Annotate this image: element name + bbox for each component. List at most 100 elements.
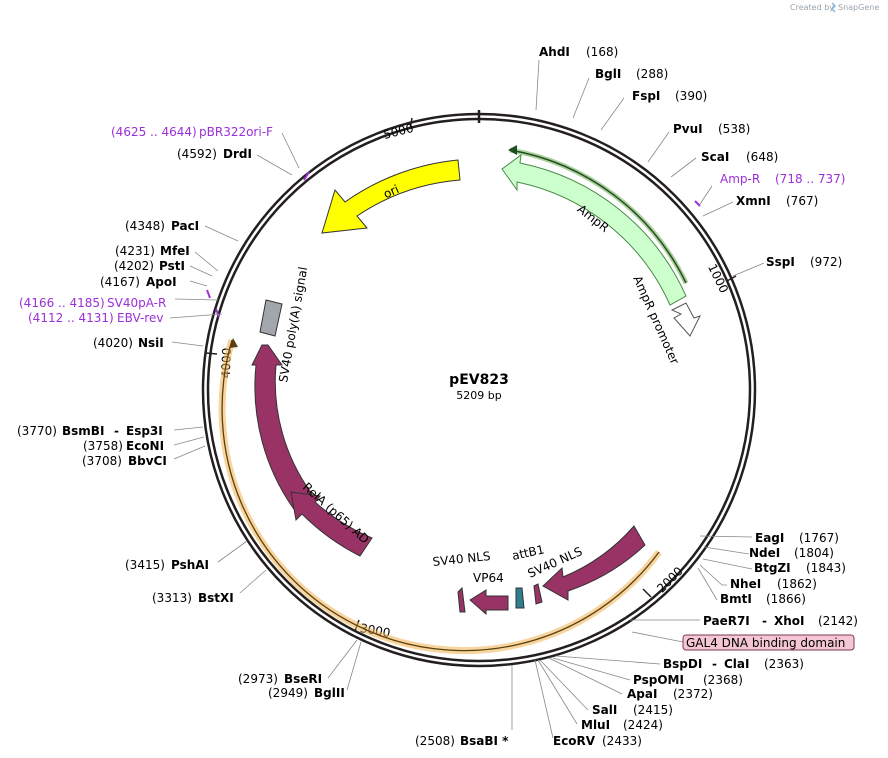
enzyme-position: (168) bbox=[586, 45, 618, 59]
ori-feature-arrow[interactable] bbox=[321, 159, 461, 234]
enzyme-position: (538) bbox=[718, 122, 750, 136]
enzyme-pspomi[interactable]: PspOMI (2368) bbox=[633, 673, 743, 687]
enzyme-name: EcoRV bbox=[553, 734, 596, 748]
enzyme-name: ScaI bbox=[701, 150, 729, 164]
enzyme-position: (2372) bbox=[673, 687, 713, 701]
gal4-dbd-label-box[interactable]: GAL4 DNA binding domain bbox=[682, 634, 855, 651]
enzyme-ecorv[interactable]: EcoRV (2433) bbox=[553, 734, 642, 748]
enzyme-pshai[interactable]: (3415) PshAI bbox=[125, 558, 209, 572]
enzyme-position: (3708) bbox=[82, 454, 122, 468]
enzyme-nsii[interactable]: (4020) NsiI bbox=[93, 336, 164, 350]
enzyme-position: (1767) bbox=[799, 531, 839, 545]
enzyme-btgzi[interactable]: BtgZI (1843) bbox=[754, 561, 846, 575]
enzyme-name: ApoI bbox=[146, 275, 177, 289]
enzyme-name: PstI bbox=[159, 259, 185, 273]
enzyme-name: PvuI bbox=[673, 122, 703, 136]
gal4-dbd-arrow[interactable] bbox=[542, 525, 646, 601]
enzyme-name: PshAI bbox=[171, 558, 209, 572]
enzyme-pvui[interactable]: PvuI (538) bbox=[673, 122, 750, 136]
enzyme-name-2: Esp3I bbox=[126, 424, 163, 438]
gal4-label-background bbox=[682, 634, 855, 651]
enzyme-psti[interactable]: (4202) PstI bbox=[114, 259, 185, 273]
enzyme-nhei[interactable]: NheI (1862) bbox=[730, 577, 817, 591]
sv40-nls-1-arrow[interactable] bbox=[457, 586, 466, 613]
enzyme-name: NheI bbox=[730, 577, 761, 591]
enzyme-position: (648) bbox=[746, 150, 778, 164]
enzyme-bsabi[interactable]: (2508) BsaBI * bbox=[415, 734, 509, 748]
primer-name: EBV-rev bbox=[117, 311, 163, 325]
enzyme-position: (3313) bbox=[152, 591, 192, 605]
enzyme-paci[interactable]: (4348) PacI bbox=[125, 219, 199, 233]
primer-range: (4625 .. 4644) bbox=[111, 125, 197, 139]
enzyme-name: BsmBI bbox=[62, 424, 104, 438]
enzyme-beri[interactable]: (2973) BseRI bbox=[238, 672, 322, 686]
sv40-polya-label: SV40 poly(A) signal bbox=[276, 266, 310, 384]
enzyme-separator: - bbox=[712, 657, 717, 671]
enzyme-name: SspI bbox=[766, 255, 795, 269]
enzyme-name: MfeI bbox=[160, 244, 190, 258]
primer-pbr322[interactable]: (4625 .. 4644) pBR322ori-F bbox=[111, 125, 273, 139]
enzyme-bspdi-clai[interactable]: BspDI - ClaI (2363) bbox=[663, 657, 804, 671]
rela-ad-arrow[interactable] bbox=[290, 491, 373, 557]
tick-1000 bbox=[726, 275, 737, 282]
enzyme-paer7i-xhoi[interactable]: PaeR7I - XhoI (2142) bbox=[703, 614, 858, 628]
primer-sv40pa[interactable]: (4166 .. 4185) SV40pA-R bbox=[19, 296, 166, 310]
enzyme-bstxi[interactable]: (3313) BstXI bbox=[152, 591, 234, 605]
enzyme-position: (3758) bbox=[83, 439, 123, 453]
primer-range: (4166 .. 4185) bbox=[19, 296, 105, 310]
enzyme-separator: - bbox=[762, 614, 767, 628]
enzyme-bsmbi-esp3i[interactable]: (3770) BsmBI - Esp3I bbox=[17, 424, 163, 438]
enzyme-name: NdeI bbox=[749, 546, 780, 560]
sv40-polya-box[interactable] bbox=[259, 299, 283, 337]
credit-brand: SnapGene bbox=[838, 3, 879, 12]
enzyme-scai[interactable]: ScaI (648) bbox=[701, 150, 778, 164]
enzyme-name-2: XhoI bbox=[774, 614, 805, 628]
enzyme-position: (288) bbox=[636, 67, 668, 81]
ampr-track-line bbox=[509, 149, 687, 284]
enzyme-xmni[interactable]: XmnI (767) bbox=[736, 194, 818, 208]
enzyme-position: (4020) bbox=[93, 336, 133, 350]
enzyme-bgli[interactable]: BglI (288) bbox=[595, 67, 668, 81]
enzyme-bglii[interactable]: (2949) BglII bbox=[268, 686, 345, 700]
enzyme-name: BtgZI bbox=[754, 561, 791, 575]
enzyme-fspi[interactable]: FspI (390) bbox=[632, 89, 707, 103]
enzyme-position: (2508) bbox=[415, 734, 455, 748]
enzyme-position: (2415) bbox=[633, 703, 673, 717]
enzyme-name: DrdI bbox=[223, 147, 252, 161]
enzyme-name: BstXI bbox=[198, 591, 234, 605]
enzyme-ndei[interactable]: NdeI (1804) bbox=[749, 546, 834, 560]
enzyme-position: (2363) bbox=[764, 657, 804, 671]
enzyme-position: (4348) bbox=[125, 219, 165, 233]
enzyme-name: ApaI bbox=[627, 687, 657, 701]
enzyme-name: BsaBI * bbox=[460, 734, 509, 748]
gal4-label: GAL4 DNA binding domain bbox=[686, 636, 845, 650]
primer-ebv[interactable]: (4112 .. 4131) EBV-rev bbox=[28, 311, 163, 325]
enzyme-position: (2973) bbox=[238, 672, 278, 686]
attb1-box[interactable] bbox=[515, 587, 525, 609]
enzyme-mfei[interactable]: (4231) MfeI bbox=[115, 244, 190, 258]
enzyme-drdi[interactable]: (4592) DrdI bbox=[177, 147, 252, 161]
enzyme-name: MluI bbox=[581, 718, 610, 732]
primer-ampr[interactable]: Amp-R (718 .. 737) bbox=[720, 172, 845, 186]
enzyme-ahdi[interactable]: AhdI (168) bbox=[539, 45, 618, 59]
enzyme-sali[interactable]: SalI (2415) bbox=[592, 703, 673, 717]
enzyme-name: EcoNI bbox=[126, 439, 164, 453]
enzyme-position: (3415) bbox=[125, 558, 165, 572]
enzyme-mlui[interactable]: MluI (2424) bbox=[581, 718, 663, 732]
ampr-promoter-arrow[interactable] bbox=[670, 302, 701, 337]
enzyme-position: (1843) bbox=[806, 561, 846, 575]
enzyme-position: (3770) bbox=[17, 424, 57, 438]
vp64-arrow[interactable] bbox=[469, 589, 509, 616]
enzyme-bbvci[interactable]: (3708) BbvCI bbox=[82, 454, 167, 468]
enzyme-eagi[interactable]: EagI (1767) bbox=[755, 531, 839, 545]
enzyme-name: BglII bbox=[314, 686, 345, 700]
enzyme-bmti[interactable]: BmtI (1866) bbox=[720, 592, 806, 606]
enzyme-econi[interactable]: (3758) EcoNI bbox=[83, 439, 164, 453]
enzyme-sspi[interactable]: SspI (972) bbox=[766, 255, 842, 269]
ampr-feature-arrow[interactable] bbox=[501, 153, 687, 306]
sv40-nls-2-arrow[interactable] bbox=[533, 583, 543, 605]
enzyme-apai[interactable]: ApaI (2372) bbox=[627, 687, 713, 701]
enzyme-position: (1862) bbox=[777, 577, 817, 591]
enzyme-apoi[interactable]: (4167) ApoI bbox=[100, 275, 177, 289]
gal4-track-arrowhead bbox=[229, 338, 238, 348]
